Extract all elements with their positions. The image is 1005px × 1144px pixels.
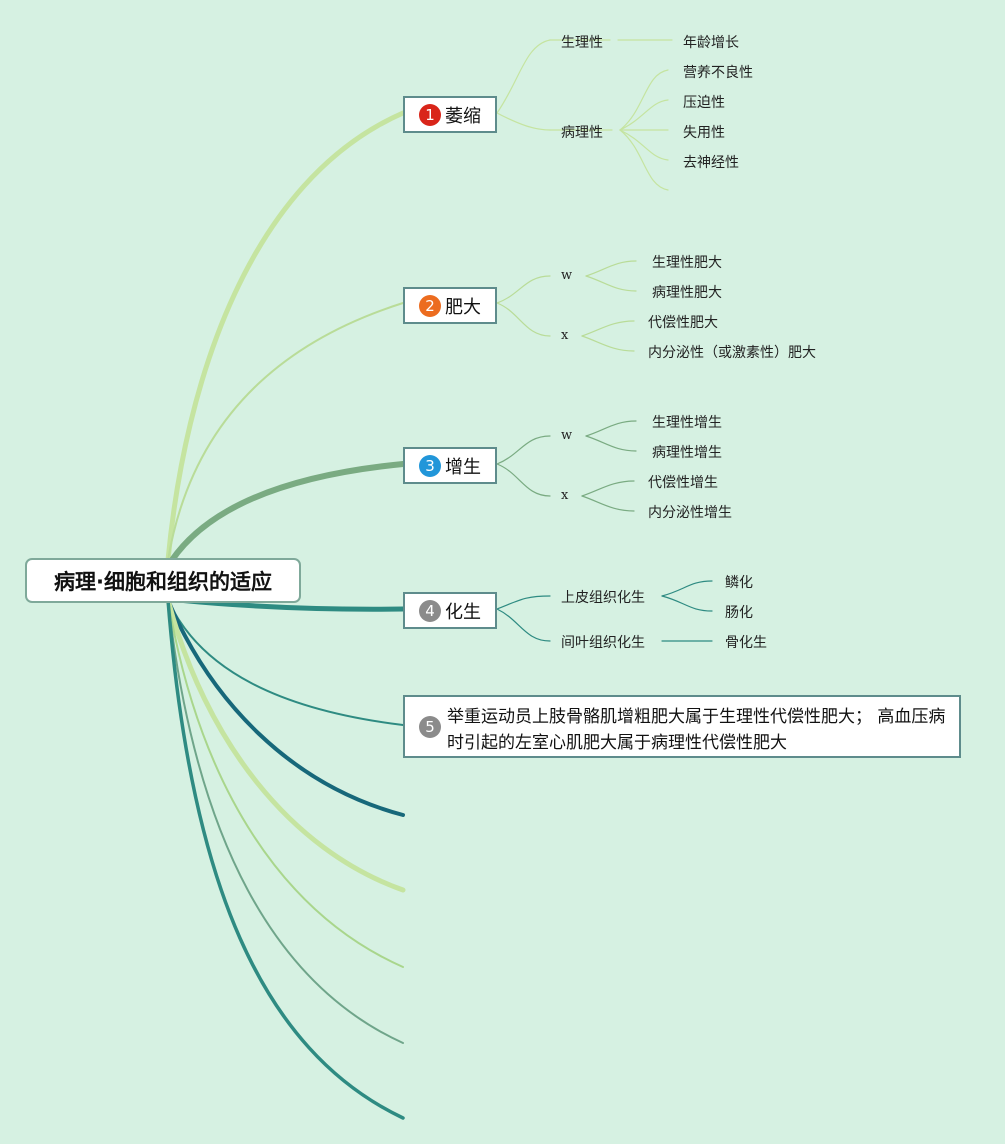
topic-label: 萎缩 <box>445 105 481 127</box>
hypertrophy-compensatory[interactable]: 代偿性肥大 <box>648 315 718 331</box>
topic-metaplasia[interactable]: 4 化生 <box>403 592 497 629</box>
topic-hypertrophy[interactable]: 2 肥大 <box>403 287 497 324</box>
hypertrophy-physiological[interactable]: 生理性肥大 <box>652 255 722 271</box>
topic-label: 肥大 <box>445 296 481 318</box>
root-topic[interactable]: 病理·细胞和组织的适应 <box>25 558 301 603</box>
number-badge-1: 1 <box>419 103 441 126</box>
topic-atrophy[interactable]: 1 萎缩 <box>403 96 497 133</box>
hypertrophy-x[interactable]: x <box>561 328 569 343</box>
atrophy-age[interactable]: 年龄增长 <box>683 35 739 51</box>
atrophy-pathological[interactable]: 病理性 <box>561 125 603 141</box>
atrophy-item-denervation[interactable]: 去神经性 <box>683 155 739 171</box>
topic-label: 增生 <box>445 456 481 478</box>
number-badge-4: 4 <box>419 599 441 622</box>
number-badge-2: 2 <box>419 294 441 317</box>
hyperplasia-physiological[interactable]: 生理性增生 <box>652 415 722 431</box>
atrophy-item-pressure[interactable]: 压迫性 <box>683 95 725 111</box>
hyperplasia-pathological[interactable]: 病理性增生 <box>652 445 722 461</box>
metaplasia-osseous[interactable]: 骨化生 <box>725 635 767 651</box>
atrophy-item-disuse[interactable]: 失用性 <box>683 125 725 141</box>
atrophy-physiological[interactable]: 生理性 <box>561 35 603 51</box>
topic-hyperplasia[interactable]: 3 增生 <box>403 447 497 484</box>
root-title: 病理·细胞和组织的适应 <box>54 569 272 594</box>
metaplasia-epithelial[interactable]: 上皮组织化生 <box>561 590 645 606</box>
number-badge-3: 3 <box>419 454 441 477</box>
note-text: 举重运动员上肢骨骼肌增粗肥大属于生理性代偿性肥大； 高血压病时引起的左室心肌肥大… <box>447 707 946 753</box>
metaplasia-mesenchymal[interactable]: 间叶组织化生 <box>561 635 645 651</box>
hyperplasia-w[interactable]: w <box>561 428 573 443</box>
hyperplasia-endocrine[interactable]: 内分泌性增生 <box>648 505 732 521</box>
atrophy-item-malnutrition[interactable]: 营养不良性 <box>683 65 753 81</box>
hyperplasia-x[interactable]: x <box>561 488 569 503</box>
hypertrophy-endocrine[interactable]: 内分泌性（或激素性）肥大 <box>648 345 816 361</box>
hypertrophy-pathological[interactable]: 病理性肥大 <box>652 285 722 301</box>
hypertrophy-w[interactable]: w <box>561 268 573 283</box>
metaplasia-intestinal[interactable]: 肠化 <box>725 605 753 621</box>
number-badge-5: 5 <box>419 716 441 738</box>
metaplasia-squamous[interactable]: 鳞化 <box>725 575 753 591</box>
topic-label: 化生 <box>445 601 481 623</box>
topic-note[interactable]: 5 举重运动员上肢骨骼肌增粗肥大属于生理性代偿性肥大； 高血压病时引起的左室心肌… <box>403 695 961 758</box>
hyperplasia-compensatory[interactable]: 代偿性增生 <box>648 475 718 491</box>
